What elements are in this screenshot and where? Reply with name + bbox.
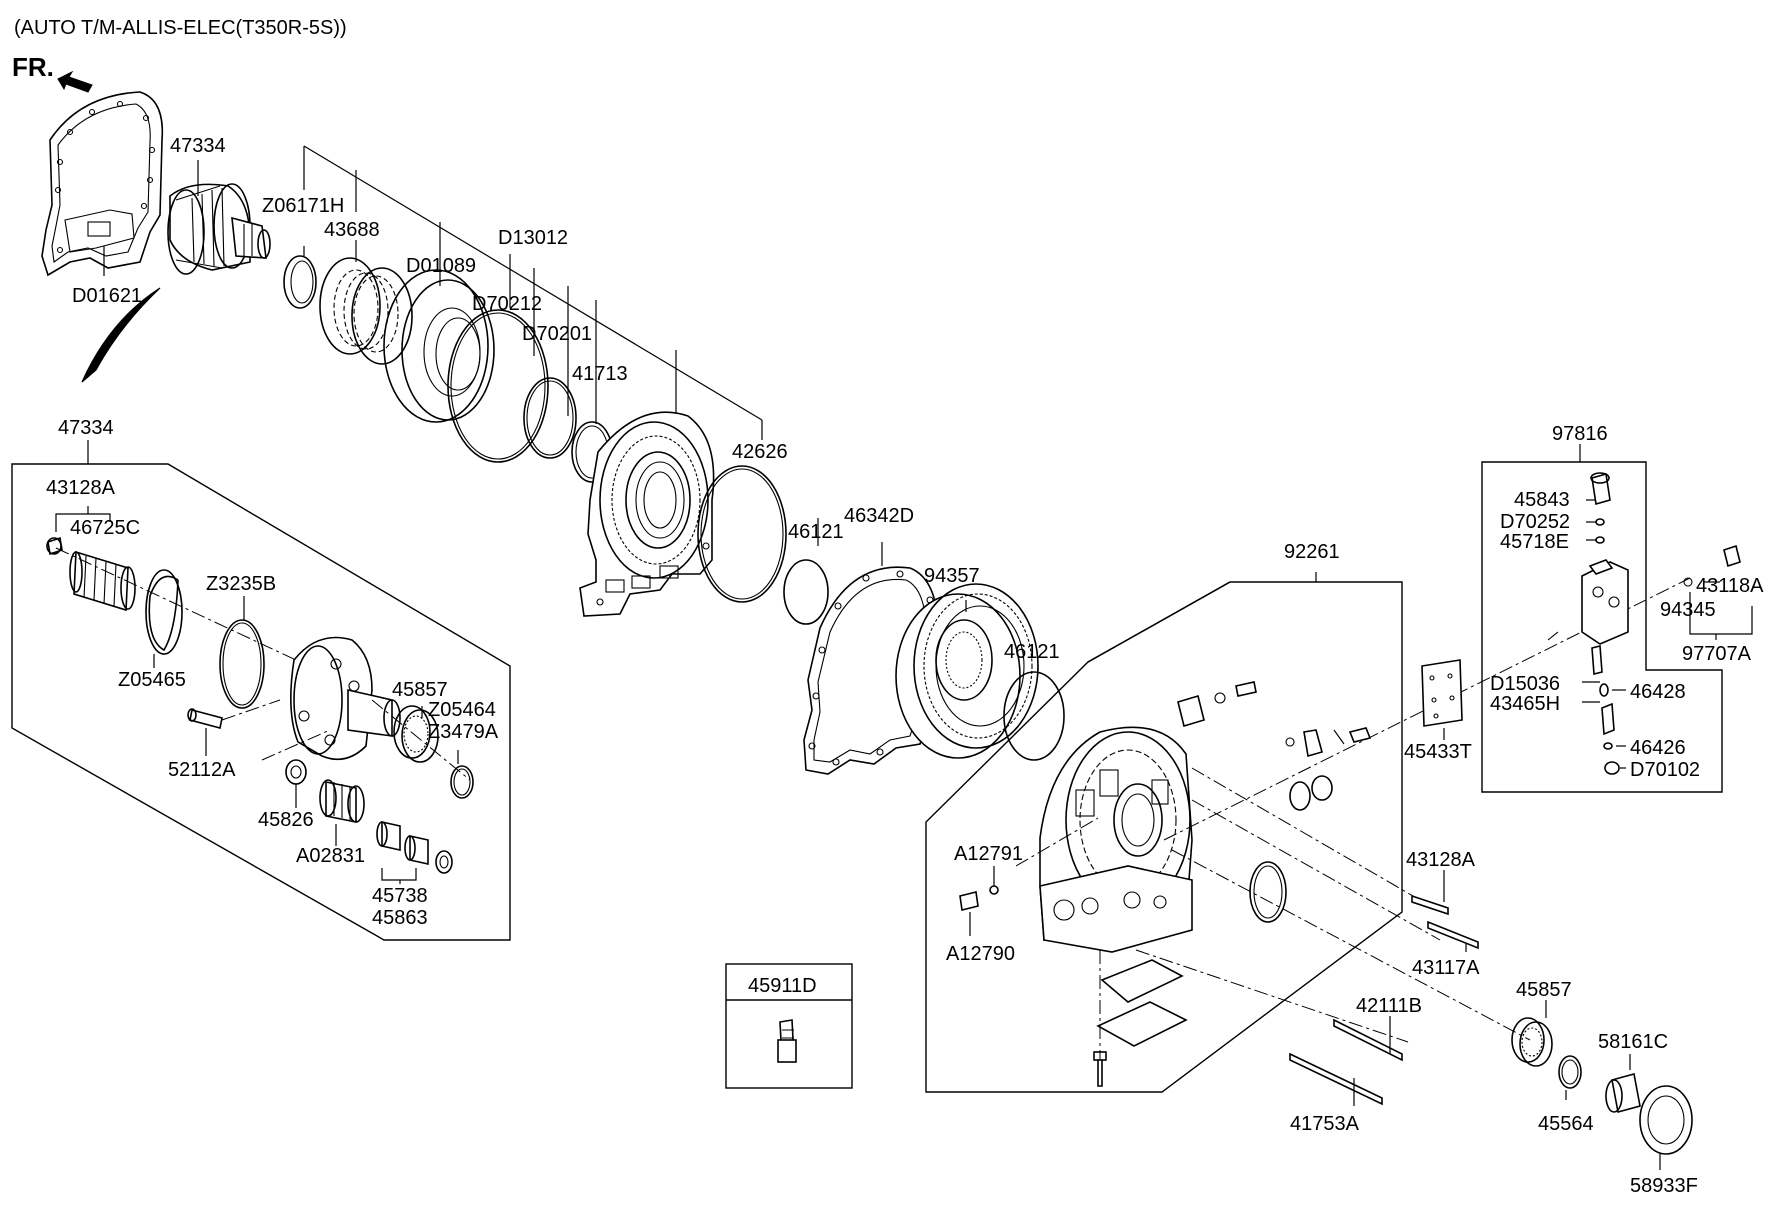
label-47334-top: 47334 (170, 135, 226, 157)
label-Z05464: Z05464 (428, 699, 496, 721)
diagram-title: (AUTO T/M-ALLIS-ELEC(T350R-5S)) (14, 17, 347, 39)
label-D70252: D70252 (1500, 511, 1570, 533)
label-D13012: D13012 (498, 227, 568, 249)
label-A02831: A02831 (296, 845, 365, 867)
label-45433T: 45433T (1404, 741, 1472, 763)
label-47334-box: 47334 (58, 417, 114, 439)
large-seal-ring-part (447, 309, 549, 463)
label-97816: 97816 (1552, 423, 1608, 445)
label-45826: 45826 (258, 809, 314, 831)
carrier-assembly-part (167, 183, 271, 275)
label-92261: 92261 (1284, 541, 1340, 563)
valve-body-detail-frame (1481, 461, 1723, 793)
label-41753A: 41753A (1290, 1113, 1360, 1135)
label-46121-a: 46121 (788, 521, 844, 543)
carrier-detail-frame (11, 463, 511, 941)
label-97707A: 97707A (1682, 643, 1752, 665)
valve-body-leaders (1582, 499, 1753, 769)
label-45718E: 45718E (1500, 531, 1569, 553)
label-46426: 46426 (1630, 737, 1686, 759)
label-94357: 94357 (924, 565, 980, 587)
label-Z06171H: Z06171H (262, 195, 344, 217)
label-58161C: 58161C (1598, 1031, 1668, 1053)
label-43128A-box: 43128A (46, 477, 116, 499)
fitting-part (777, 1019, 797, 1063)
oring-large-part (697, 465, 787, 603)
label-46428: 46428 (1630, 681, 1686, 703)
part-45911D-frame (725, 963, 853, 1089)
label-42111B: 42111B (1356, 995, 1422, 1017)
snap-ring-part (283, 255, 317, 309)
label-Z3235B: Z3235B (206, 573, 276, 595)
label-45564: 45564 (1538, 1113, 1594, 1135)
medium-seal-ring-part (523, 377, 577, 459)
reference-curve-arrow-icon (81, 287, 161, 383)
long-bolt-part (1289, 1052, 1383, 1106)
clutch-plate-pack-part (319, 257, 413, 365)
valve-body-part (1547, 472, 1741, 775)
long-bolt-part (1333, 1018, 1403, 1062)
front-label: FR. (12, 52, 54, 82)
oring-part (1003, 671, 1065, 761)
label-D01621: D01621 (72, 285, 142, 307)
label-41713: 41713 (572, 363, 628, 385)
separator-plate-part (1421, 659, 1463, 727)
label-58933F: 58933F (1630, 1175, 1698, 1197)
label-45857-box: 45857 (392, 679, 448, 701)
piston-part (383, 269, 495, 423)
label-43118A: 43118A (1696, 575, 1764, 597)
label-45843: 45843 (1514, 489, 1570, 511)
carrier-detail-parts (46, 536, 474, 874)
converter-housing-plate (41, 91, 164, 277)
label-45738: 45738 (372, 885, 428, 907)
label-D70201: D70201 (522, 323, 592, 345)
oring-part (783, 559, 829, 625)
plug-part (989, 885, 999, 895)
label-43688: 43688 (324, 219, 380, 241)
label-D70102: D70102 (1630, 759, 1700, 781)
label-46342D: 46342D (844, 505, 914, 527)
front-support-housing-part (579, 411, 715, 617)
label-45911D: 45911D (748, 975, 817, 997)
label-43117A: 43117A (1412, 957, 1480, 979)
label-52112A: 52112A (168, 759, 236, 781)
label-D01089: D01089 (406, 255, 476, 277)
label-Z3479A: Z3479A (428, 721, 499, 743)
label-43465H: 43465H (1490, 693, 1560, 715)
part-labels: 47334 D01621 Z06171H 43688 D01089 D13012… (46, 135, 1764, 1197)
label-45863: 45863 (372, 907, 428, 929)
bolt-part (1411, 894, 1449, 916)
label-46121-b: 46121 (1004, 641, 1060, 663)
label-Z05465: Z05465 (118, 669, 186, 691)
top-leader-lines (103, 145, 1039, 672)
label-43128A: 43128A (1406, 849, 1476, 871)
label-A12790: A12790 (946, 943, 1015, 965)
pump-housing-part (1039, 681, 1372, 1087)
label-45857: 45857 (1516, 979, 1572, 1001)
rear-bearing-parts (1511, 1017, 1693, 1155)
label-D15036: D15036 (1490, 673, 1560, 695)
label-46725C: 46725C (70, 517, 140, 539)
carrier-detail-leaders (55, 506, 459, 884)
label-D70212: D70212 (472, 293, 542, 315)
label-42626: 42626 (732, 441, 788, 463)
label-A12791: A12791 (954, 843, 1023, 865)
pump-housing-detail-frame (925, 581, 1403, 1093)
plug-part (959, 891, 979, 911)
label-94345: 94345 (1660, 599, 1716, 621)
front-direction-arrow-icon (57, 70, 93, 93)
bolt-part (1427, 920, 1479, 950)
